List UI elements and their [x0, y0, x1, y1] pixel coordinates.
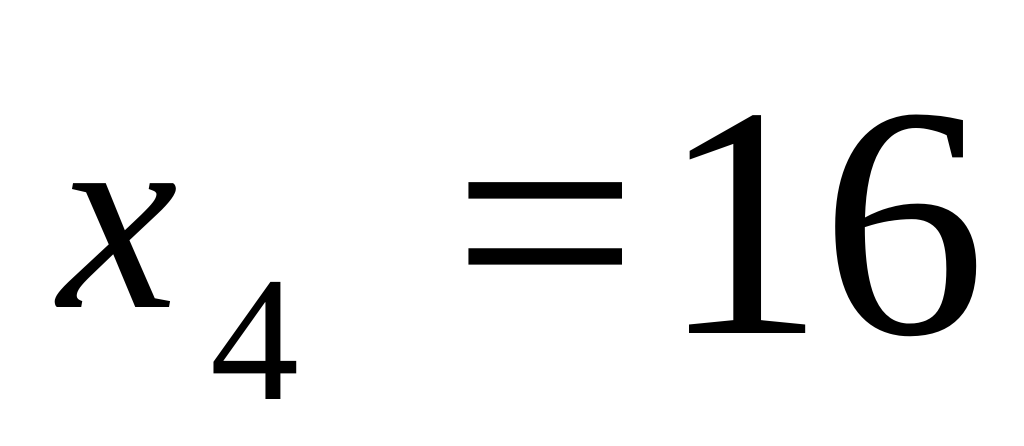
- equals-sign: =: [452, 40, 639, 405]
- equation-value: 16: [660, 40, 986, 405]
- equation-subscript: 4: [210, 240, 299, 438]
- equation-variable: x: [58, 67, 178, 366]
